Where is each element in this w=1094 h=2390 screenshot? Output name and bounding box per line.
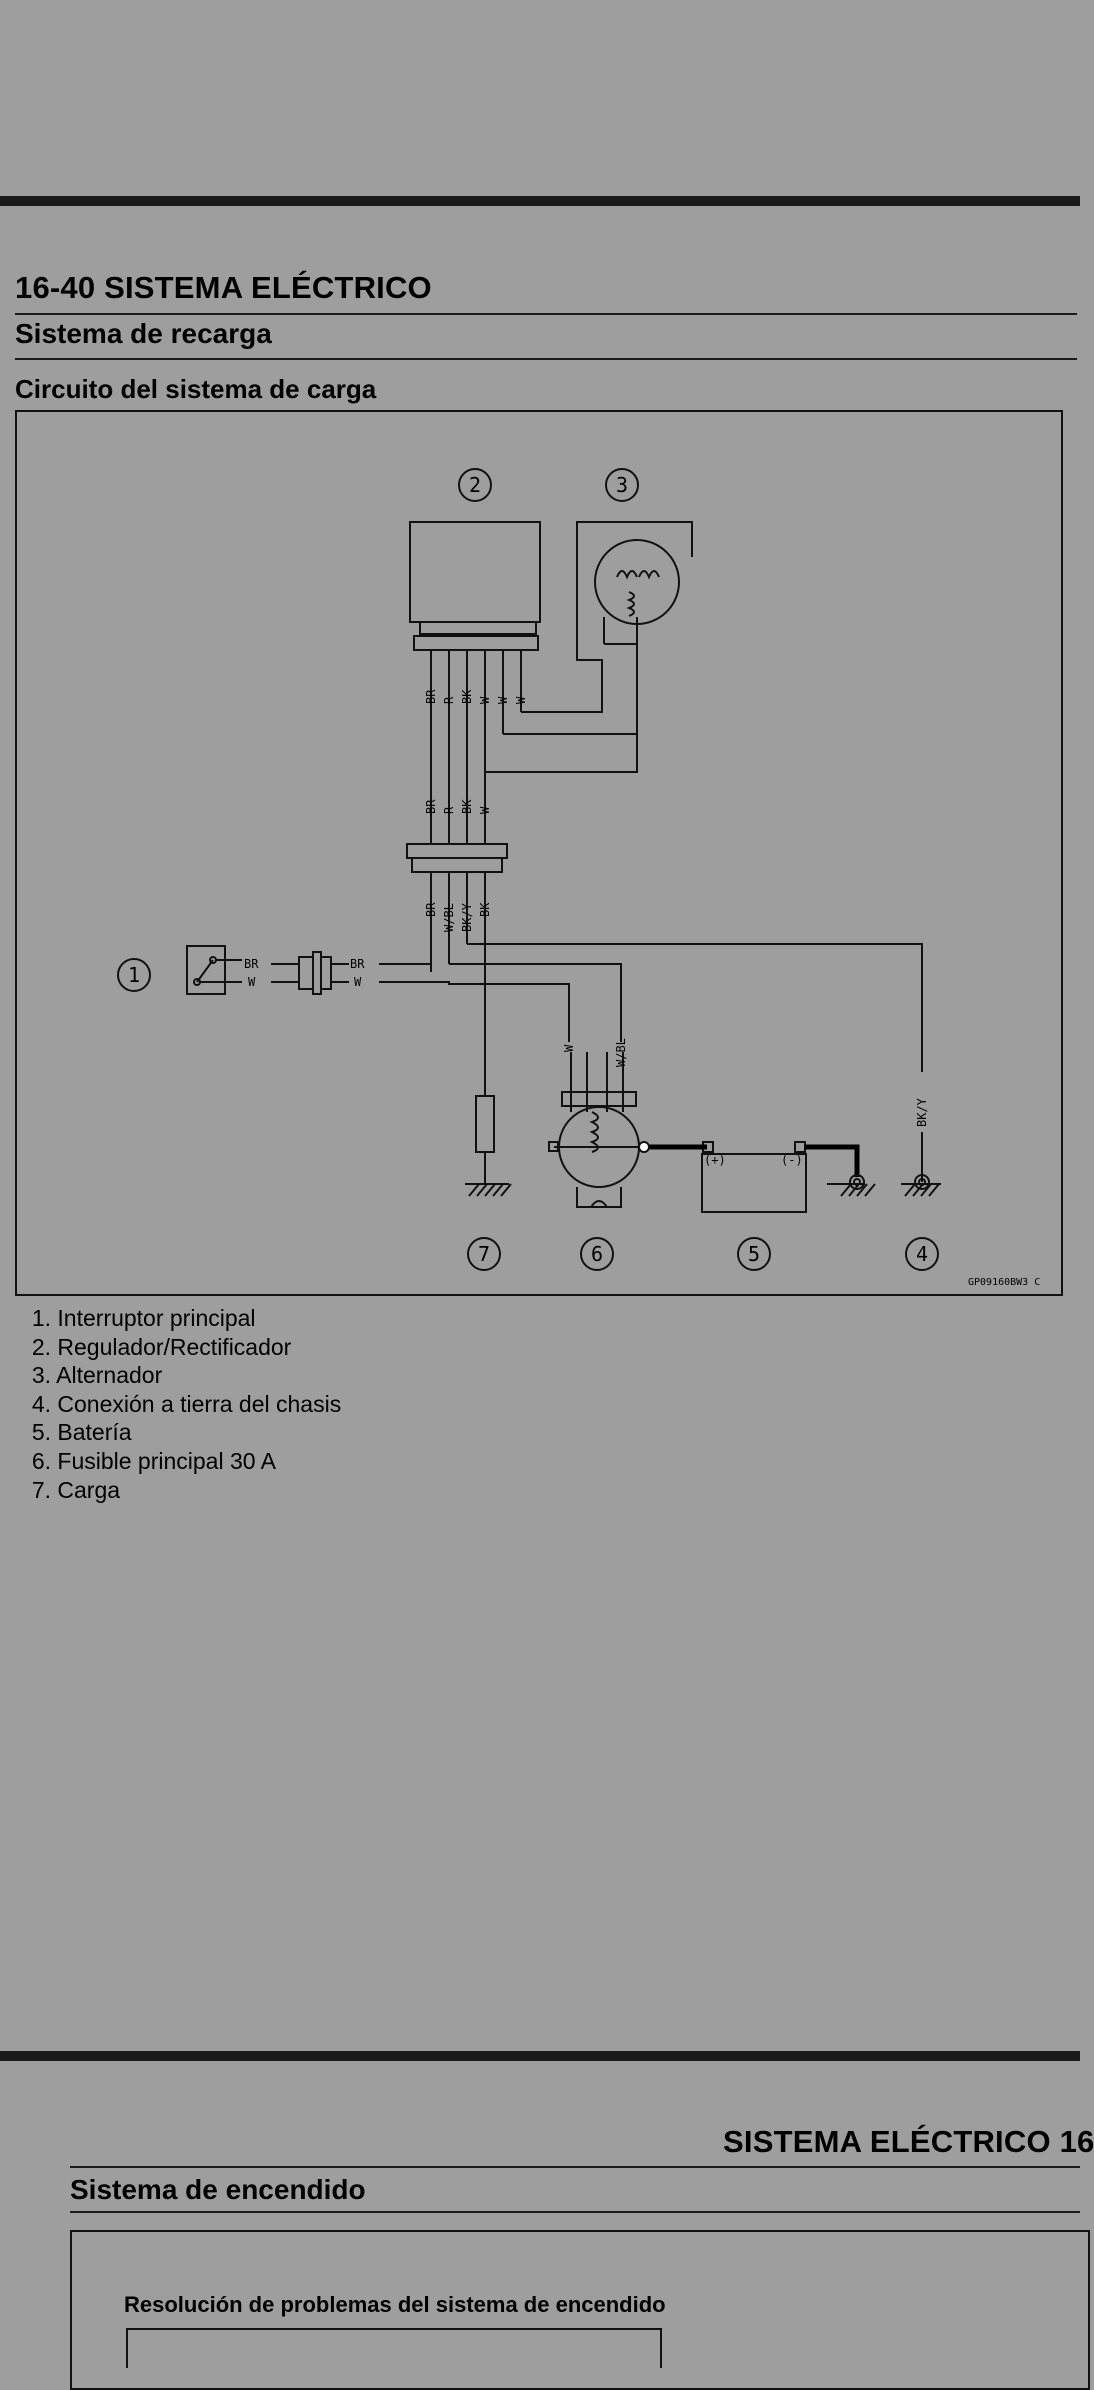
wire-label: BK [478,902,492,917]
legend-item: 7. Carga [24,1476,341,1505]
legend-item: 6. Fusible principal 30 A [24,1447,341,1476]
wire-label: BK [460,689,474,704]
wire-label: BR [424,799,438,814]
page2-header-rule [70,2166,1080,2168]
troubleshooting-table-top [126,2328,662,2368]
legend-item: 3. Alternador [24,1361,341,1390]
charging-circuit-diagram: 1 2 3 4 5 6 7 BR R BK W W W BR R BK W BR… [117,468,1040,1288]
wire-label: BR [350,957,365,971]
callout-2: 2 [469,473,481,497]
page2-section-rule [70,2211,1080,2213]
battery-minus-label: (-) [781,1153,803,1167]
legend-num: 5. [31,1419,51,1446]
wire-label: BR [424,689,438,704]
troubleshooting-heading: Resolución de problemas del sistema de e… [124,2292,666,2317]
page-separator-bottom [0,2051,1080,2061]
subsection-title: Circuito del sistema de carga [15,374,377,404]
wire-label: W/BL [614,1038,628,1067]
wire-label: BR [424,902,438,917]
legend-text: Carga [57,1476,121,1503]
wire-label: W [248,975,256,989]
legend-num: 2. [31,1333,51,1360]
wire-label: R [442,696,456,704]
diagram-code: GP09160BW3 C [968,1277,1040,1288]
legend-num: 7. [31,1476,51,1503]
legend-num: 6. [31,1447,51,1474]
legend-item: 5. Batería [24,1418,341,1447]
callout-1: 1 [128,963,140,987]
legend-item: 4. Conexión a tierra del chasis [24,1390,341,1419]
wire-label: W/BL [442,903,456,932]
page2-header-title: SISTEMA ELÉCTRICO 16 [723,2124,1094,2159]
legend-num: 4. [31,1390,51,1417]
wire-label: W [478,696,492,704]
wire-label: R [442,806,456,814]
callout-3: 3 [616,473,628,497]
legend-text: Alternador [56,1362,163,1389]
callout-4: 4 [916,1242,928,1266]
wiring-diagram-frame: 1 2 3 4 5 6 7 BR R BK W W W BR R BK W BR… [15,410,1063,1296]
callout-6: 6 [591,1242,603,1266]
page2-section-title: Sistema de encendido [70,2174,366,2205]
section-rule [15,358,1077,360]
page-separator-top [0,196,1080,206]
battery-plus-label: (+) [704,1153,726,1167]
section-title: Sistema de recarga [15,318,272,349]
legend-item: 2. Regulador/Rectificador [24,1333,341,1362]
legend-list: 1. Interruptor principal 2. Regulador/Re… [24,1304,341,1504]
legend-item: 1. Interruptor principal [24,1304,341,1333]
wire-label: W [562,1044,576,1052]
callout-5: 5 [748,1242,760,1266]
legend-text: Fusible principal 30 A [57,1447,277,1474]
legend-num: 1. [31,1305,51,1331]
wire-label: BR [244,957,259,971]
wire-label: W [514,696,528,704]
legend-text: Interruptor principal [57,1305,256,1331]
legend-num: 3. [31,1362,51,1389]
wire-label: BK/Y [460,902,474,932]
legend-text: Conexión a tierra del chasis [57,1390,342,1417]
wire-label: W [496,696,510,704]
header-rule [15,313,1077,315]
legend-text: Regulador/Rectificador [57,1333,292,1360]
wire-label: W [478,806,492,814]
troubleshooting-box: Resolución de problemas del sistema de e… [70,2230,1090,2390]
wire-label: W [354,975,362,989]
callout-7: 7 [478,1242,490,1266]
wire-label: BK [460,799,474,814]
legend-text: Batería [57,1419,132,1446]
page-header-title: 16-40 SISTEMA ELÉCTRICO [15,270,432,305]
wire-label: BK/Y [915,1097,929,1127]
